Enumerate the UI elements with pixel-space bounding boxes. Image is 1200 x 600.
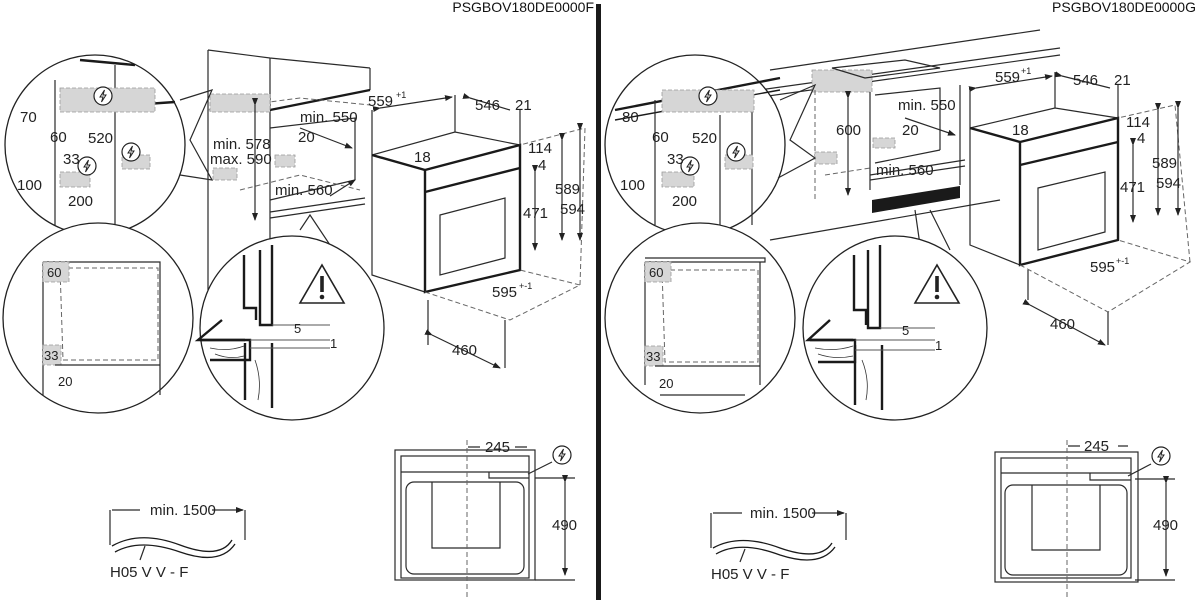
- oven-back-view: 245 490: [394, 439, 577, 600]
- section-top: 60: [47, 265, 61, 280]
- oven-small-gap: 4: [1137, 130, 1145, 147]
- niche-gap: 20: [298, 129, 315, 146]
- section-side: 20: [659, 376, 673, 391]
- section-top: 60: [649, 265, 663, 280]
- cable-length: min. 1500: [150, 502, 216, 519]
- niche-depth-min: min. 550: [898, 97, 956, 114]
- niche-height: 600: [836, 122, 861, 139]
- cable-type: H05 V V - F: [110, 564, 188, 581]
- oven-width-tolerance: +-1: [519, 281, 532, 291]
- niche-height-max: max. 590: [210, 151, 272, 168]
- back-offset: 245: [485, 439, 510, 456]
- support-detail-circle: 5 1: [194, 213, 385, 421]
- niche-depth-offset: 60: [50, 129, 67, 146]
- oven-iso: 559 +1 546 21 18 114 4 471 589 594 595 +…: [968, 66, 1192, 346]
- cable: min. 1500 H05 V V - F: [710, 505, 846, 583]
- oven-height-a: 589: [555, 181, 580, 198]
- oven-control-height: 114: [1126, 114, 1150, 131]
- niche-height: 520: [88, 130, 113, 147]
- panel-g: PSGBOV180DE0000G 600 min. 550 20 min. 56…: [604, 0, 1196, 600]
- power-icon: [121, 142, 141, 162]
- section-detail-circle: 60 33 20: [2, 222, 194, 414]
- oven-top-panel: 18: [1012, 122, 1029, 139]
- niche-depth-min: min. 550: [300, 109, 358, 126]
- niche-width-min: min. 560: [275, 182, 333, 199]
- oven-door: 21: [515, 97, 532, 114]
- oven-floor-depth: 460: [452, 342, 477, 359]
- oven-depth-tolerance: +1: [1021, 66, 1031, 76]
- niche-detail-circle: 80 60 520 33 100 200: [604, 54, 817, 236]
- oven-top-panel: 18: [414, 149, 431, 166]
- oven-control-height: 114: [528, 140, 552, 157]
- back-height: 490: [1153, 517, 1178, 534]
- counter-cabinet: 600 min. 550 20 min. 560: [739, 29, 1061, 241]
- niche-side-offset: 33: [63, 151, 80, 168]
- oven-width: 595: [492, 284, 517, 301]
- section-detail-circle: 60 33 20: [604, 222, 796, 414]
- oven-width-tolerance: +-1: [1116, 256, 1129, 266]
- niche-side-offset: 33: [667, 151, 684, 168]
- cable-type: H05 V V - F: [711, 566, 789, 583]
- support-gap: 5: [294, 321, 301, 336]
- oven-width: 595: [1090, 259, 1115, 276]
- niche-top-offset: 70: [20, 109, 37, 126]
- support-step: 1: [330, 336, 337, 351]
- support-step: 1: [935, 338, 942, 353]
- section-bottom: 33: [44, 348, 58, 363]
- panel-f: PSGBOV180DE0000F min. 578 max. 590 min. …: [2, 0, 594, 600]
- oven-back-view: 245 490: [994, 438, 1178, 600]
- oven-door: 21: [1114, 72, 1131, 89]
- niche-width: 200: [68, 193, 93, 210]
- power-icon: [1151, 446, 1171, 466]
- niche-depth-offset: 60: [652, 129, 669, 146]
- support-gap: 5: [902, 323, 909, 338]
- niche-detail-circle: 70 60 520 33 100 200: [4, 54, 214, 236]
- model-code: PSGBOV180DE0000F: [452, 0, 594, 15]
- power-icon: [93, 86, 113, 106]
- oven-depth-body: 546: [1073, 72, 1098, 89]
- niche-gap: 20: [902, 122, 919, 139]
- column-cabinet: min. 578 max. 590 min. 550 20 min. 560: [207, 49, 371, 300]
- power-icon: [552, 445, 572, 465]
- oven-floor-depth: 460: [1050, 316, 1075, 333]
- niche-width-min: min. 560: [876, 162, 934, 179]
- cable: min. 1500 H05 V V - F: [109, 502, 245, 581]
- back-offset: 245: [1084, 438, 1109, 455]
- section-bottom: 33: [646, 349, 660, 364]
- panel-divider: [596, 4, 601, 600]
- oven-depth-body: 546: [475, 97, 500, 114]
- cable-length: min. 1500: [750, 505, 816, 522]
- back-height: 490: [552, 517, 577, 534]
- niche-bottom-offset: 100: [620, 177, 645, 194]
- support-detail-circle: 5 1: [802, 209, 988, 421]
- oven-depth-tolerance: +1: [396, 90, 406, 100]
- oven-iso: 559 +1 546 21 18 114 4 471 589 594 595 +…: [368, 90, 586, 369]
- niche-width: 200: [672, 193, 697, 210]
- power-icon: [77, 156, 97, 176]
- power-icon: [726, 142, 746, 162]
- oven-small-gap: 4: [538, 157, 546, 174]
- oven-depth-total: 559: [995, 69, 1020, 86]
- section-side: 20: [58, 374, 72, 389]
- niche-bottom-offset: 100: [17, 177, 42, 194]
- power-icon: [698, 86, 718, 106]
- oven-height-b: 594: [560, 201, 585, 218]
- niche-height-min: min. 578: [213, 136, 271, 153]
- oven-height-b: 594: [1156, 175, 1181, 192]
- niche-top-offset: 80: [622, 109, 639, 126]
- oven-depth-total: 559: [368, 93, 393, 110]
- niche-height-detail: 520: [692, 130, 717, 147]
- oven-height-a: 589: [1152, 155, 1177, 172]
- power-icon: [680, 156, 700, 176]
- model-code: PSGBOV180DE0000G: [1052, 0, 1196, 15]
